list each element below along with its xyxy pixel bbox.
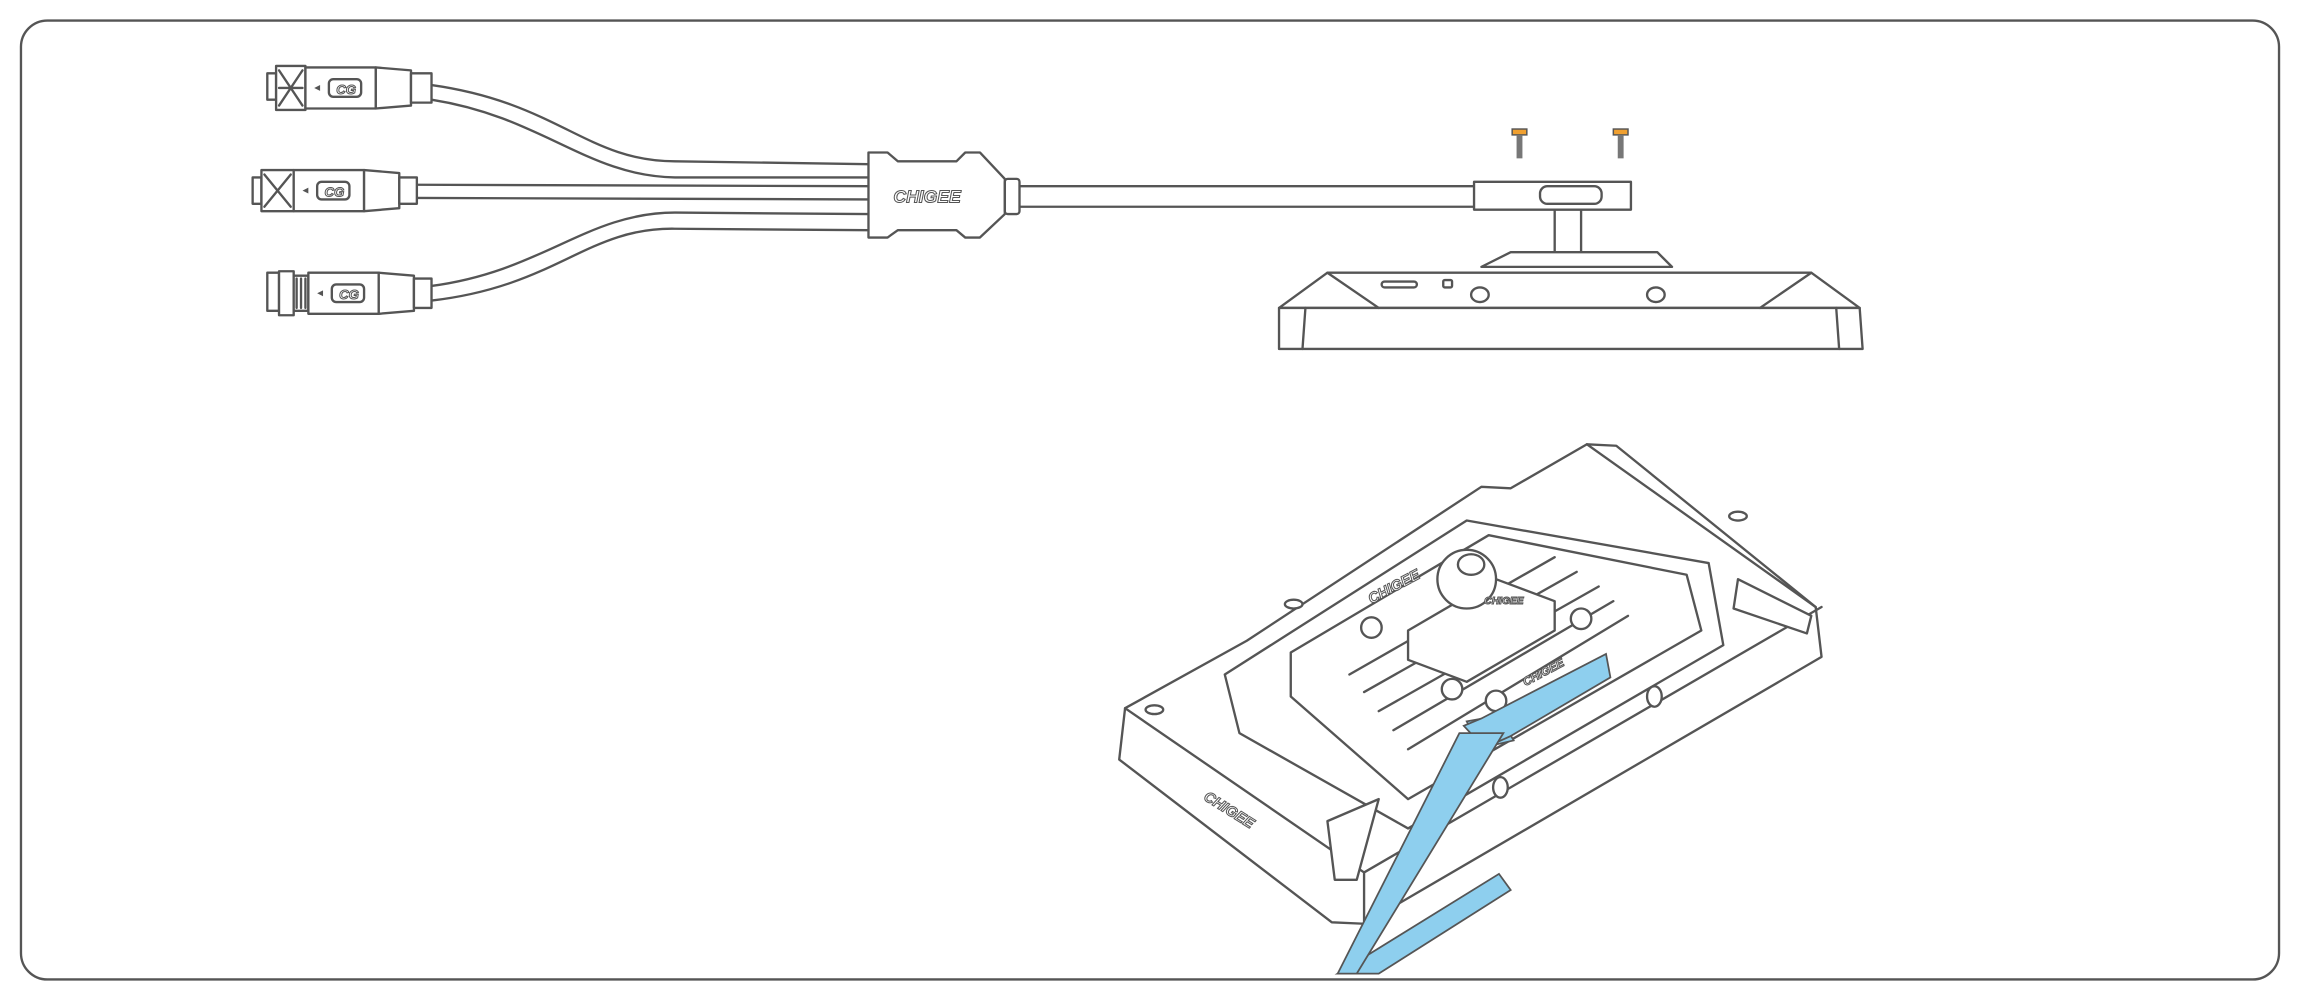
- connector-middle: CG: [251, 168, 419, 213]
- harness-cables: [415, 83, 1476, 302]
- connector-top: CG: [266, 64, 433, 112]
- splitter: CHIGEE: [867, 151, 1021, 239]
- frame-border: [19, 19, 2281, 981]
- splitter-logo: CHIGEE: [893, 186, 962, 206]
- display-side-view: [1277, 180, 1864, 351]
- display-rear-isometric: CHIGEE CHIGEE CHIGEE: [1118, 443, 1823, 925]
- connector-logo: CG: [339, 287, 359, 302]
- connector-logo: CG: [336, 82, 356, 97]
- screw-right: [1612, 128, 1629, 159]
- screw-left: [1511, 128, 1528, 159]
- ball-logo: CHIGEE: [1484, 596, 1524, 607]
- connector-logo: CG: [324, 184, 344, 199]
- connector-bottom: CG: [266, 270, 433, 317]
